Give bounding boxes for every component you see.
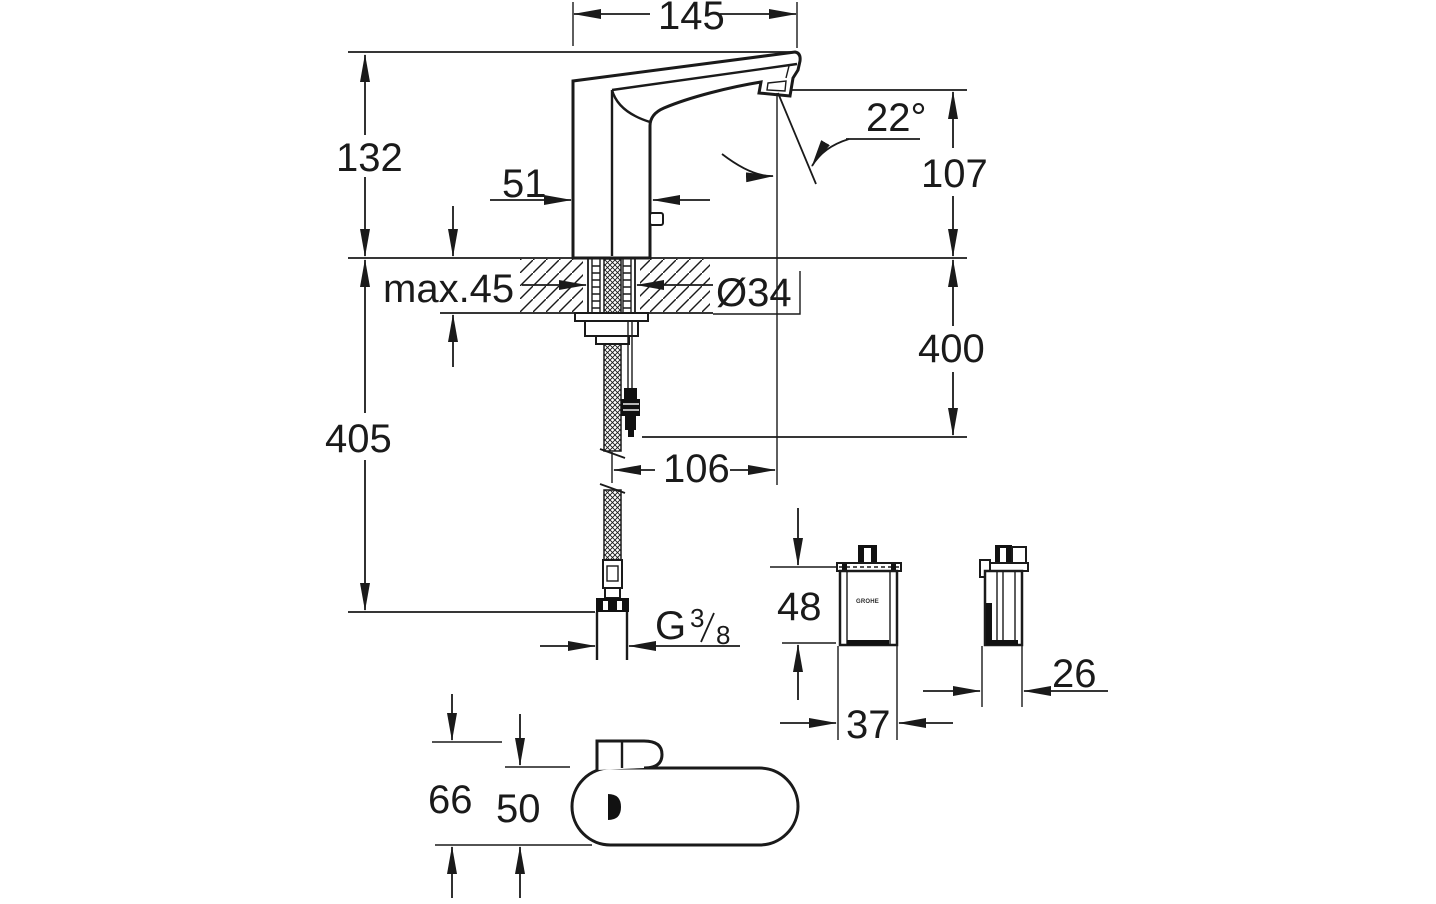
dim-label-48: 48 xyxy=(777,585,822,629)
dimension-spout-offset: 106 xyxy=(611,447,776,491)
spout-plan-outline xyxy=(595,739,664,770)
mounting-flange xyxy=(574,312,649,322)
dimension-box-width-37: 37 xyxy=(780,703,953,747)
thread-fraction-slash xyxy=(700,612,715,643)
dim-label-106: 106 xyxy=(663,447,730,491)
sensor-window-tab xyxy=(649,212,664,226)
dimension-height-132: 132 xyxy=(336,54,403,257)
dim-label-400: 400 xyxy=(918,327,985,371)
dimension-hole-diameter: Ø34 xyxy=(522,271,801,315)
dimension-deck-thickness: max.45 xyxy=(383,206,514,367)
hose-union-nut xyxy=(596,598,629,612)
body-wedge-line xyxy=(610,89,651,124)
dimension-spout-reach: 145 xyxy=(572,0,798,48)
dimension-body-depth: 51 xyxy=(490,162,710,206)
hose-fitting xyxy=(602,559,623,589)
supply-hose xyxy=(574,258,649,660)
faucet-side-view xyxy=(571,50,802,260)
shank-threads xyxy=(592,265,631,309)
dim-label-405: 405 xyxy=(325,417,392,461)
dim-label-51: 51 xyxy=(502,162,547,206)
base-outline xyxy=(570,766,800,847)
thread-label-numerator: 3 xyxy=(690,603,704,633)
dimension-hose-drop-405: 405 xyxy=(325,259,392,611)
dim-label-37: 37 xyxy=(846,703,891,747)
spray-angle-annotation: 22° xyxy=(721,92,927,485)
grohe-logo: GROHE xyxy=(856,599,879,605)
dim-label-dia34: Ø34 xyxy=(716,271,792,315)
thread-label-g: G xyxy=(655,604,686,648)
power-box-front-view: GROHE xyxy=(836,545,902,740)
aerator-outlet xyxy=(766,80,787,92)
fitting-neck xyxy=(604,587,621,599)
dimension-thread-g38: G 3 8 xyxy=(540,603,740,651)
power-box-side-view xyxy=(979,545,1029,707)
dimension-base-length-66: 66 xyxy=(428,694,592,898)
sensor-window-plan xyxy=(608,794,621,820)
sensor-cable-plug xyxy=(621,388,640,437)
dimension-box-height-48: 48 xyxy=(770,508,836,700)
mounting-collar xyxy=(595,335,630,345)
dim-label-132: 132 xyxy=(336,136,403,180)
dim-label-50: 50 xyxy=(496,787,541,831)
dim-label-66: 66 xyxy=(428,778,473,822)
dimension-base-width-50: 50 xyxy=(496,714,570,898)
thread-label-denominator: 8 xyxy=(716,620,730,650)
dimension-spout-height-107: 107 xyxy=(921,91,988,257)
spout-ridge-line xyxy=(611,62,798,92)
box-body xyxy=(838,569,899,647)
dimension-box-depth-26: 26 xyxy=(923,652,1108,696)
dim-label-145: 145 xyxy=(658,0,725,38)
dim-label-max45: max.45 xyxy=(383,267,514,311)
dim-label-107: 107 xyxy=(921,152,988,196)
dim-label-spray-angle: 22° xyxy=(866,96,927,140)
mounting-nut xyxy=(584,320,639,337)
braided-hose-upper xyxy=(603,258,622,452)
faucet-top-view xyxy=(570,739,800,847)
dimension-cable-drop-400: 400 xyxy=(918,259,985,436)
dim-label-26: 26 xyxy=(1052,652,1097,696)
tip-notch xyxy=(785,65,790,79)
braided-hose-lower xyxy=(603,489,622,561)
